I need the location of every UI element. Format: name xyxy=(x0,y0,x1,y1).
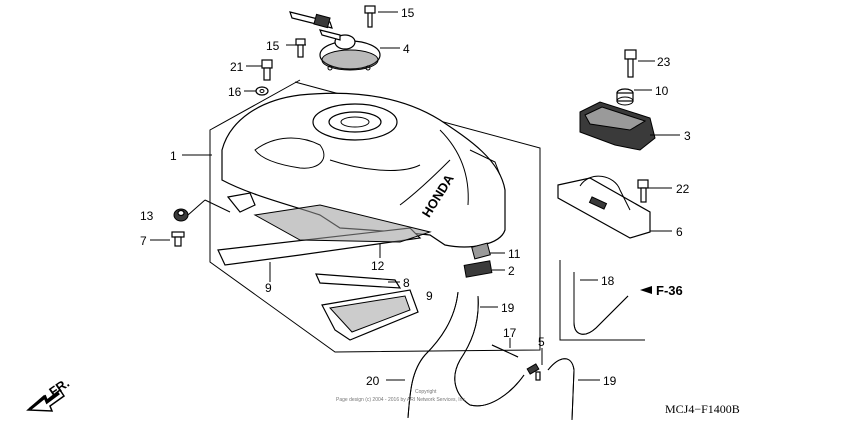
callout-5: 5 xyxy=(538,335,545,349)
drain-hose-19-long[interactable] xyxy=(454,295,525,407)
callout-22: 22 xyxy=(676,182,690,196)
callout-11: 11 xyxy=(508,247,521,261)
callout-7: 7 xyxy=(140,234,147,248)
ignition-key[interactable] xyxy=(289,11,341,41)
bolt-22[interactable] xyxy=(637,179,649,203)
callout-19-upper: 19 xyxy=(501,301,515,315)
bolt-21[interactable] xyxy=(261,59,273,81)
ref-arrow xyxy=(640,286,652,294)
fuel-tank[interactable]: HONDA xyxy=(221,92,506,248)
callout-16: 16 xyxy=(228,85,242,99)
tank-bracket-6[interactable] xyxy=(557,175,651,239)
callout-6: 6 xyxy=(676,225,683,239)
tank-side-bracket xyxy=(226,192,256,213)
callout-17: 17 xyxy=(503,326,517,340)
hose-18[interactable] xyxy=(573,272,629,335)
tank-pad-9b[interactable] xyxy=(321,289,419,341)
bolt-23[interactable] xyxy=(624,49,637,78)
diagram-code: MCJ4−F1400B xyxy=(665,402,740,416)
hose-17[interactable] xyxy=(491,344,519,358)
bolt-7[interactable] xyxy=(171,231,185,247)
reference-f36: F-36 xyxy=(656,283,683,298)
callout-10: 10 xyxy=(655,84,669,98)
leader-lines xyxy=(150,11,680,381)
washer-16[interactable] xyxy=(255,86,269,96)
bolt-15-top[interactable] xyxy=(364,5,376,28)
inset-frame-18 xyxy=(559,260,645,341)
callout-15-left: 15 xyxy=(266,39,280,53)
copyright-line-1: Copyright xyxy=(415,389,437,395)
copyright-line-2: Page design (c) 2004 - 2016 by ARI Netwo… xyxy=(336,397,466,403)
collar-10[interactable] xyxy=(616,88,634,106)
fuel-filler-cap[interactable] xyxy=(319,34,381,71)
callout-2: 2 xyxy=(508,264,515,278)
callout-3: 3 xyxy=(684,129,691,143)
tank-pad-12[interactable] xyxy=(253,204,432,243)
rubber-11[interactable] xyxy=(471,242,491,260)
bolt-15-left[interactable] xyxy=(295,38,306,58)
callout-21: 21 xyxy=(230,60,244,74)
front-label: FR. xyxy=(46,375,72,399)
breather-hose-20[interactable] xyxy=(407,291,459,419)
rubber-2[interactable] xyxy=(463,260,493,278)
cushion-13[interactable] xyxy=(173,208,189,222)
callout-4: 4 xyxy=(403,42,410,56)
drain-hose-19-short[interactable] xyxy=(547,358,575,421)
callout-20: 20 xyxy=(366,374,380,388)
tank-group-frame xyxy=(209,79,541,353)
callout-12: 12 xyxy=(371,259,385,273)
tank-pad-8[interactable] xyxy=(315,273,402,289)
callout-18: 18 xyxy=(601,274,615,288)
callout-8: 8 xyxy=(403,276,410,290)
callout-23: 23 xyxy=(657,55,671,69)
front-arrow-icon xyxy=(26,388,66,412)
callout-9-left: 9 xyxy=(265,281,272,295)
callout-1: 1 xyxy=(170,149,177,163)
callout-19-lower: 19 xyxy=(603,374,617,388)
clip-5[interactable] xyxy=(526,363,541,381)
rubber-mount-3[interactable] xyxy=(579,101,656,151)
callout-13: 13 xyxy=(140,209,154,223)
callout-9-right: 9 xyxy=(426,289,433,303)
callout-15-top: 15 xyxy=(401,6,415,20)
